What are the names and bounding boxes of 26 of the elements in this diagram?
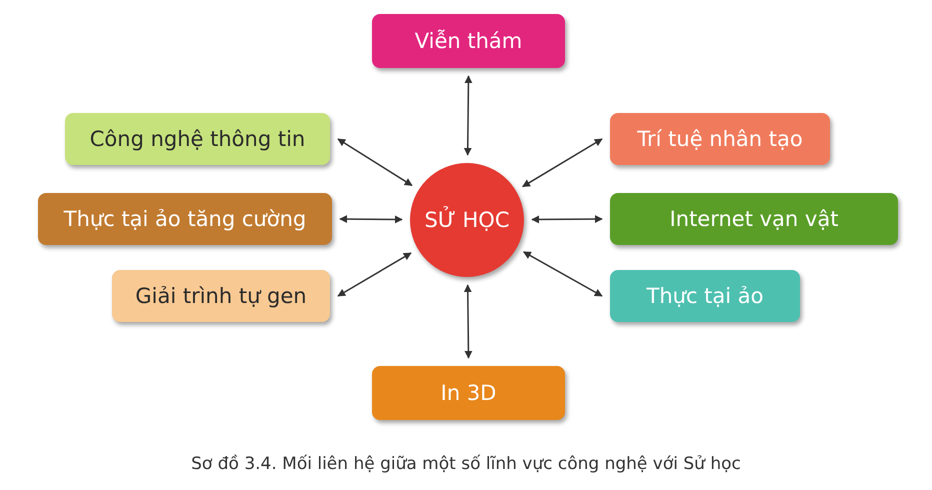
node-label: Giải trình tự gen bbox=[135, 282, 307, 310]
topic-box bbox=[610, 270, 800, 322]
double-arrow bbox=[464, 75, 472, 156]
double-arrow bbox=[531, 215, 603, 224]
node-label: Trí tuệ nhân tạo bbox=[637, 126, 803, 152]
topic-box bbox=[610, 113, 830, 165]
double-arrow bbox=[337, 252, 412, 297]
node-label: Viễn thám bbox=[414, 28, 522, 54]
topic-box bbox=[610, 193, 898, 245]
topic-box bbox=[372, 366, 565, 420]
topic-box bbox=[372, 14, 565, 68]
double-arrow bbox=[337, 138, 413, 186]
topic-box bbox=[112, 270, 330, 322]
double-arrow bbox=[339, 215, 403, 224]
topic-box bbox=[38, 193, 332, 245]
double-arrow bbox=[522, 251, 603, 297]
caption: Sơ đồ 3.4. Mối liên hệ giữa một số lĩnh vực công nghệ với Sử học bbox=[191, 453, 741, 476]
node-label: In 3D bbox=[440, 380, 496, 406]
node-label: Thực tại ảo bbox=[646, 282, 764, 310]
node-label: Internet vạn vật bbox=[670, 206, 838, 232]
node-label: Công nghệ thông tin bbox=[90, 126, 306, 152]
node-label: SỬ HỌC bbox=[424, 206, 510, 234]
topic-box bbox=[65, 113, 330, 165]
double-arrow bbox=[522, 138, 603, 188]
double-arrow bbox=[464, 284, 472, 359]
node-label: Thực tại ảo tăng cường bbox=[64, 206, 306, 232]
